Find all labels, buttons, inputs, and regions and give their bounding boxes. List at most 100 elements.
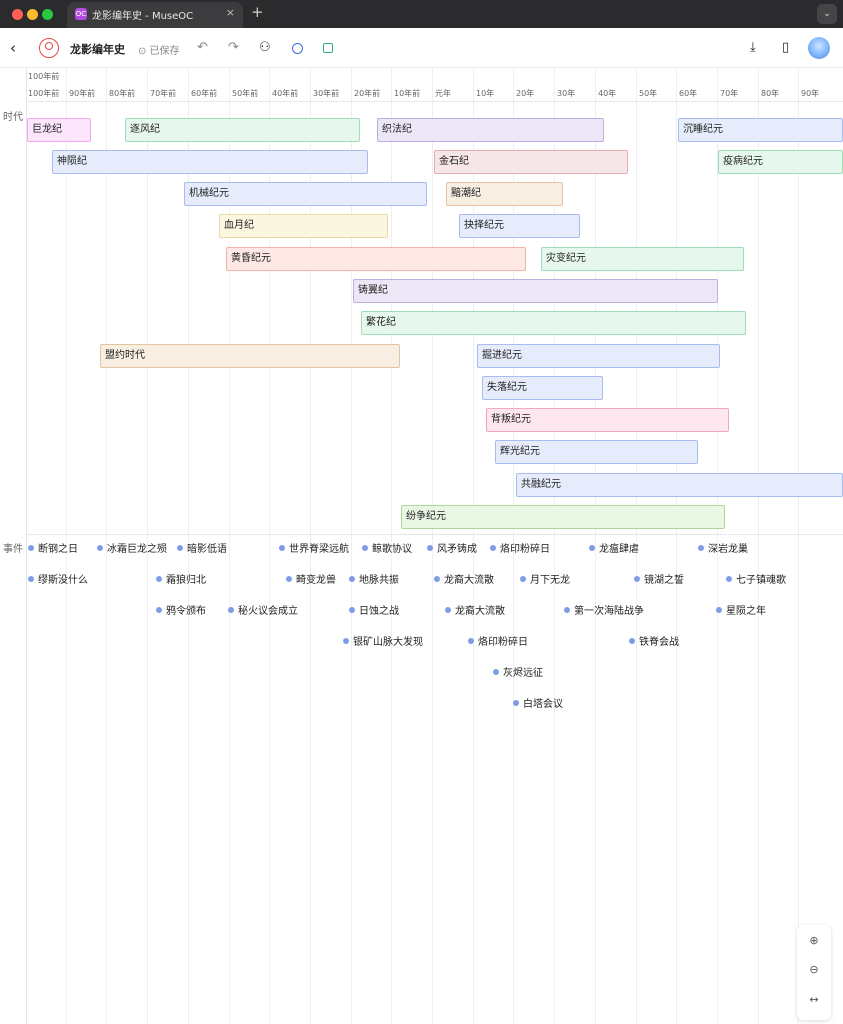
grid-line bbox=[798, 68, 799, 1024]
event-item[interactable]: 龙裔大流散 bbox=[445, 606, 505, 618]
event-label: 龙瘟肆虐 bbox=[599, 544, 639, 555]
grid-line bbox=[595, 68, 596, 1024]
event-item[interactable]: 风矛铸成 bbox=[427, 544, 477, 556]
event-dot-icon bbox=[445, 607, 451, 613]
era-bar[interactable]: 黯潮纪 bbox=[446, 182, 563, 206]
era-bar[interactable]: 抉择纪元 bbox=[459, 214, 580, 238]
event-item[interactable]: 七子镇魂歌 bbox=[726, 575, 786, 587]
era-bar[interactable]: 金石纪 bbox=[434, 150, 628, 174]
event-item[interactable]: 世界脊梁远航 bbox=[279, 544, 349, 556]
event-item[interactable]: 银矿山脉大发现 bbox=[343, 637, 423, 649]
event-dot-icon bbox=[490, 545, 496, 551]
minimize-window-button[interactable] bbox=[27, 9, 38, 20]
grid-line bbox=[717, 68, 718, 1024]
event-item[interactable]: 龙裔大流散 bbox=[434, 575, 494, 587]
add-circle-button[interactable] bbox=[292, 43, 303, 54]
event-label: 地脉共振 bbox=[359, 575, 399, 586]
tab-close-icon[interactable]: × bbox=[225, 6, 235, 19]
project-logo-icon[interactable] bbox=[39, 38, 59, 58]
eras-section-label: 时代 bbox=[3, 112, 23, 123]
event-item[interactable]: 烙印粉碎日 bbox=[490, 544, 550, 556]
grid-line bbox=[758, 68, 759, 1024]
event-item[interactable]: 断钢之日 bbox=[28, 544, 78, 556]
zoom-out-button[interactable]: ⊖ bbox=[809, 963, 819, 976]
event-label: 镜湖之誓 bbox=[644, 575, 684, 586]
event-item[interactable]: 龙瘟肆虐 bbox=[589, 544, 639, 556]
event-item[interactable]: 霜狼归北 bbox=[156, 575, 206, 587]
event-item[interactable]: 缪斯没什么 bbox=[28, 575, 88, 587]
undo-button[interactable]: ↶ bbox=[197, 40, 208, 55]
era-bar[interactable]: 失落纪元 bbox=[482, 376, 603, 400]
era-bar[interactable]: 纷争纪元 bbox=[401, 505, 725, 529]
axis-tick-label: 80年 bbox=[761, 89, 780, 98]
event-item[interactable]: 灰烬远征 bbox=[493, 668, 543, 680]
back-button[interactable]: ‹ bbox=[10, 39, 16, 57]
event-item[interactable]: 秘火议会成立 bbox=[228, 606, 298, 618]
axis-tick-label: 40年前 bbox=[272, 89, 299, 98]
event-dot-icon bbox=[589, 545, 595, 551]
event-item[interactable]: 鲸歌协议 bbox=[362, 544, 412, 556]
axis-tick-label: 60年前 bbox=[191, 89, 218, 98]
user-avatar[interactable] bbox=[808, 37, 830, 59]
zoom-in-button[interactable]: ⊕ bbox=[809, 934, 819, 947]
era-bar[interactable]: 织法纪 bbox=[377, 118, 604, 142]
era-bar[interactable]: 黄昏纪元 bbox=[226, 247, 526, 271]
era-bar[interactable]: 逐风纪 bbox=[125, 118, 360, 142]
event-label: 畸变龙兽 bbox=[296, 575, 336, 586]
close-window-button[interactable] bbox=[12, 9, 23, 20]
event-item[interactable]: 暗影低语 bbox=[177, 544, 227, 556]
download-button[interactable]: ⤓ bbox=[750, 40, 756, 55]
grid-line bbox=[554, 68, 555, 1024]
event-item[interactable]: 地脉共振 bbox=[349, 575, 399, 587]
event-item[interactable]: 冰霜巨龙之殒 bbox=[97, 544, 167, 556]
era-bar[interactable]: 铸翼纪 bbox=[353, 279, 718, 303]
new-tab-button[interactable]: + bbox=[251, 3, 264, 21]
axis-tick-label: 20年 bbox=[516, 89, 535, 98]
event-dot-icon bbox=[28, 576, 34, 582]
era-bar[interactable]: 辉光纪元 bbox=[495, 440, 698, 464]
event-item[interactable]: 第一次海陆战争 bbox=[564, 606, 644, 618]
event-item[interactable]: 星陨之年 bbox=[716, 606, 766, 618]
era-bar[interactable]: 掘进纪元 bbox=[477, 344, 720, 368]
event-item[interactable]: 鸦令颁布 bbox=[156, 606, 206, 618]
axis-tick-label: 90年 bbox=[801, 89, 820, 98]
add-rect-button[interactable] bbox=[323, 43, 333, 53]
tab-menu-button[interactable]: ⌄ bbox=[817, 4, 837, 24]
event-item[interactable]: 铁脊会战 bbox=[629, 637, 679, 649]
event-item[interactable]: 月下无龙 bbox=[520, 575, 570, 587]
event-dot-icon bbox=[716, 607, 722, 613]
tree-view-button[interactable]: ⚇ bbox=[259, 40, 271, 55]
event-item[interactable]: 深岩龙巢 bbox=[698, 544, 748, 556]
axis-range-label: 100年前 bbox=[28, 72, 60, 81]
event-label: 霜狼归北 bbox=[166, 575, 206, 586]
event-item[interactable]: 烙印粉碎日 bbox=[468, 637, 528, 649]
browser-chrome: OC 龙影编年史 - MuseOC × + ⌄ bbox=[0, 0, 843, 28]
era-bar[interactable]: 机械纪元 bbox=[184, 182, 427, 206]
event-item[interactable]: 畸变龙兽 bbox=[286, 575, 336, 587]
era-bar[interactable]: 共融纪元 bbox=[516, 473, 843, 497]
era-bar[interactable]: 沉睡纪元 bbox=[678, 118, 843, 142]
axis-tick-label: 10年前 bbox=[394, 89, 421, 98]
event-dot-icon bbox=[427, 545, 433, 551]
redo-button[interactable]: ↷ bbox=[228, 40, 239, 55]
event-item[interactable]: 镜湖之誓 bbox=[634, 575, 684, 587]
era-bar[interactable]: 血月纪 bbox=[219, 214, 388, 238]
event-item[interactable]: 日蚀之战 bbox=[349, 606, 399, 618]
grid-line bbox=[351, 68, 352, 1024]
era-bar[interactable]: 盟约时代 bbox=[100, 344, 400, 368]
section-divider bbox=[26, 534, 843, 535]
maximize-window-button[interactable] bbox=[42, 9, 53, 20]
event-item[interactable]: 白塔会议 bbox=[513, 699, 563, 711]
browser-tab[interactable]: OC 龙影编年史 - MuseOC × bbox=[67, 2, 243, 28]
era-bar[interactable]: 疫病纪元 bbox=[718, 150, 843, 174]
era-bar[interactable]: 神陨纪 bbox=[52, 150, 368, 174]
era-bar[interactable]: 繁花纪 bbox=[361, 311, 746, 335]
toggle-panel-button[interactable]: ▯ bbox=[782, 40, 790, 55]
era-bar[interactable]: 灾变纪元 bbox=[541, 247, 744, 271]
era-bar[interactable]: 巨龙纪 bbox=[27, 118, 91, 142]
fit-view-button[interactable]: ↔ bbox=[809, 993, 819, 1006]
event-dot-icon bbox=[629, 638, 635, 644]
era-bar[interactable]: 背叛纪元 bbox=[486, 408, 729, 432]
event-label: 第一次海陆战争 bbox=[574, 606, 644, 617]
